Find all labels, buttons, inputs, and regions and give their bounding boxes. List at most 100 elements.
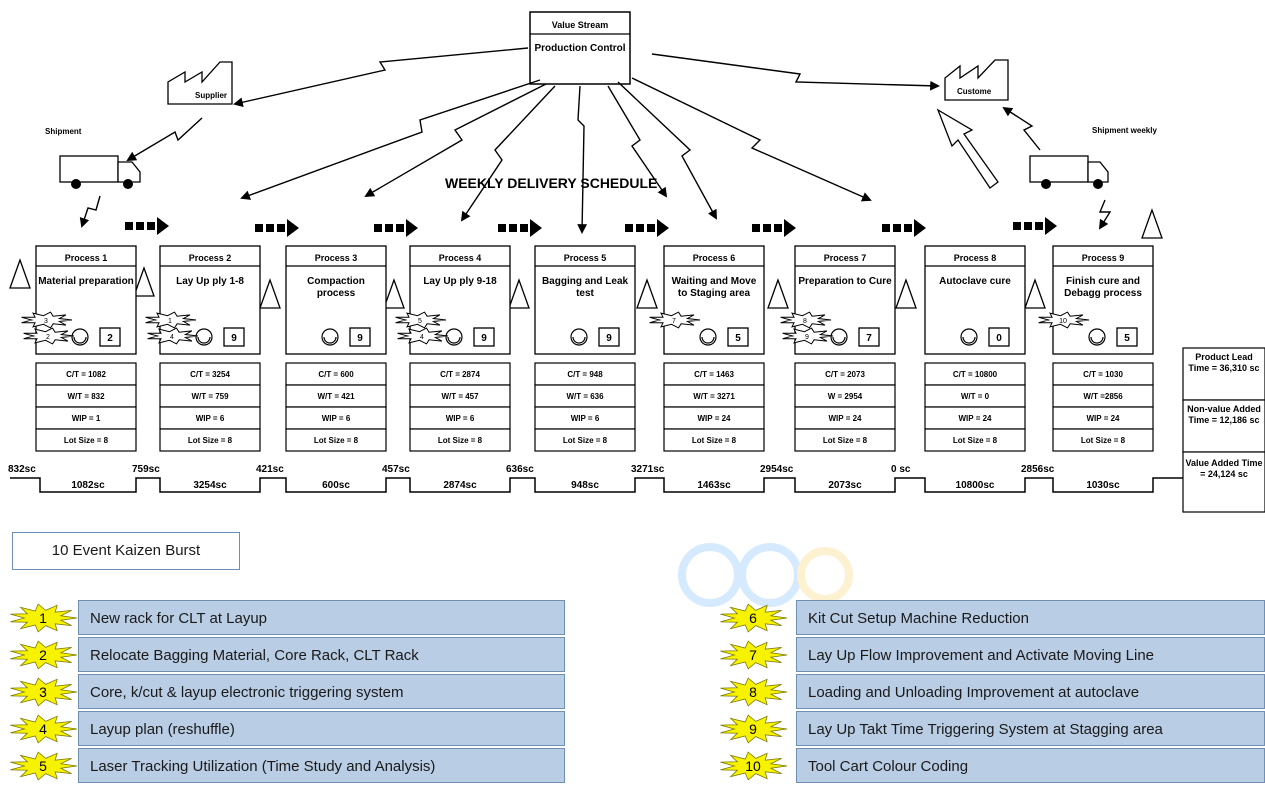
kaizen-item-text: Lay Up Takt Time Triggering System at St…	[796, 711, 1265, 746]
weekly-delivery-schedule-label: WEEKLY DELIVERY SCHEDULE	[445, 175, 657, 191]
timeline-wait: 457sc	[382, 464, 410, 475]
customer-factory-icon: Custome	[944, 59, 1009, 101]
truck-right-icon	[1029, 155, 1109, 189]
push-arrows	[125, 217, 1057, 237]
kaizen-burst-icon: 8	[720, 677, 788, 707]
value-added-time: Value Added Time = 24,124 sc	[1185, 458, 1263, 479]
process-metric: C/T = 1082	[66, 370, 106, 379]
process-metric: Lot Size = 8	[1081, 436, 1126, 445]
process-metric: WIP = 6	[322, 414, 351, 423]
truck-left-icon	[59, 155, 141, 189]
svg-text:3: 3	[39, 684, 47, 700]
timeline-time: 948sc	[571, 480, 599, 491]
kaizen-item: 2 Relocate Bagging Material, Core Rack, C…	[8, 637, 565, 673]
operator-icon	[195, 328, 213, 346]
process-metric: WIP = 24	[829, 414, 863, 423]
process-name: Bagging and Leak test	[541, 276, 629, 299]
kaizen-burst-icon: 4	[10, 714, 78, 744]
shipment-right-label: Shipment weekly	[1092, 126, 1157, 135]
process-kaizen-burst: 3	[21, 311, 73, 329]
svg-text:9: 9	[805, 334, 809, 341]
svg-text:3: 3	[44, 318, 48, 325]
timeline-time: 1082sc	[71, 480, 105, 491]
operator-count: 0	[996, 333, 1002, 344]
process-kaizen-burst: 2	[23, 327, 75, 345]
timeline-wait: 759sc	[132, 464, 160, 475]
process-metric: W = 2954	[828, 392, 863, 401]
process-metric: W/T = 457	[441, 392, 479, 401]
process-metric: WIP = 6	[196, 414, 225, 423]
process-metric: WIP = 6	[446, 414, 475, 423]
kaizen-burst-icon: 2	[10, 640, 78, 670]
process-name: Compaction process	[307, 276, 365, 299]
timeline-time: 3254sc	[193, 480, 227, 491]
timeline-wait: 832sc	[8, 464, 36, 475]
kaizen-item-text: New rack for CLT at Layup	[78, 600, 565, 635]
shipment-push-arrow	[936, 108, 999, 189]
operator-count: 5	[735, 333, 741, 344]
kaizen-item-text: Relocate Bagging Material, Core Rack, CL…	[78, 637, 565, 672]
process-metric: W/T = 0	[961, 392, 990, 401]
process-metric: C/T = 10800	[953, 370, 998, 379]
process-metric: C/T = 1030	[1083, 370, 1123, 379]
timeline-wait: 3271sc	[631, 464, 665, 475]
production-control-box: Value Stream Production Control	[529, 11, 631, 85]
operator-icon	[570, 328, 588, 346]
kaizen-burst-icon: 1	[10, 603, 78, 633]
product-lead-time: Product Lead Time = 36,310 sc	[1188, 352, 1260, 373]
process-metric: W/T = 3271	[693, 392, 735, 401]
value-stream-map: Value Stream Production Control Supplier…	[8, 11, 1265, 513]
kaizen-item-text: Lay Up Flow Improvement and Activate Mov…	[796, 637, 1265, 672]
kaizen-burst-icon: 6	[720, 603, 788, 633]
process-metric: Lot Size = 8	[438, 436, 483, 445]
information-flow-arrows	[79, 47, 1112, 234]
process-label: Process 6	[693, 253, 736, 263]
operator-count: 7	[866, 333, 872, 344]
timeline-time: 2874sc	[443, 480, 477, 491]
process-metric: WIP = 24	[959, 414, 993, 423]
svg-text:1: 1	[168, 318, 172, 325]
process-kaizen-burst: 8	[780, 311, 832, 329]
process-metric: Lot Size = 8	[953, 436, 998, 445]
process-kaizen-burst: 5	[395, 311, 447, 329]
customer-label: Custome	[957, 87, 992, 96]
process-name: Lay Up ply 1-8	[176, 276, 244, 287]
svg-text:5: 5	[418, 318, 422, 325]
svg-text:2: 2	[39, 647, 47, 663]
timeline-time: 10800sc	[956, 480, 995, 491]
process-name: Autoclave cure	[939, 276, 1011, 287]
process-label: Process 3	[315, 253, 358, 263]
process-metric: Lot Size = 8	[314, 436, 359, 445]
kaizen-burst-icon: 5	[10, 751, 78, 781]
operator-icon	[71, 328, 89, 346]
process-metric: Lot Size = 8	[563, 436, 608, 445]
svg-text:4: 4	[170, 334, 174, 341]
process-metric: W/T =2856	[1083, 392, 1123, 401]
svg-text:8: 8	[803, 318, 807, 325]
process-metric: WIP = 1	[72, 414, 101, 423]
process-label: Process 2	[189, 253, 232, 263]
svg-text:6: 6	[749, 610, 757, 626]
process-label: Process 5	[564, 253, 607, 263]
svg-text:4: 4	[39, 721, 47, 737]
process-metric: C/T = 1463	[694, 370, 734, 379]
operator-count: 5	[1124, 333, 1130, 344]
kaizen-item-text: Core, k/cut & layup electronic triggerin…	[78, 674, 565, 709]
operator-icon	[1088, 328, 1106, 346]
process-metric: WIP = 6	[571, 414, 600, 423]
timeline-wait: 421sc	[256, 464, 284, 475]
process-metric: C/T = 2874	[440, 370, 480, 379]
watermark-logo	[678, 543, 853, 607]
process-metric: Lot Size = 8	[692, 436, 737, 445]
process-metric: C/T = 3254	[190, 370, 230, 379]
